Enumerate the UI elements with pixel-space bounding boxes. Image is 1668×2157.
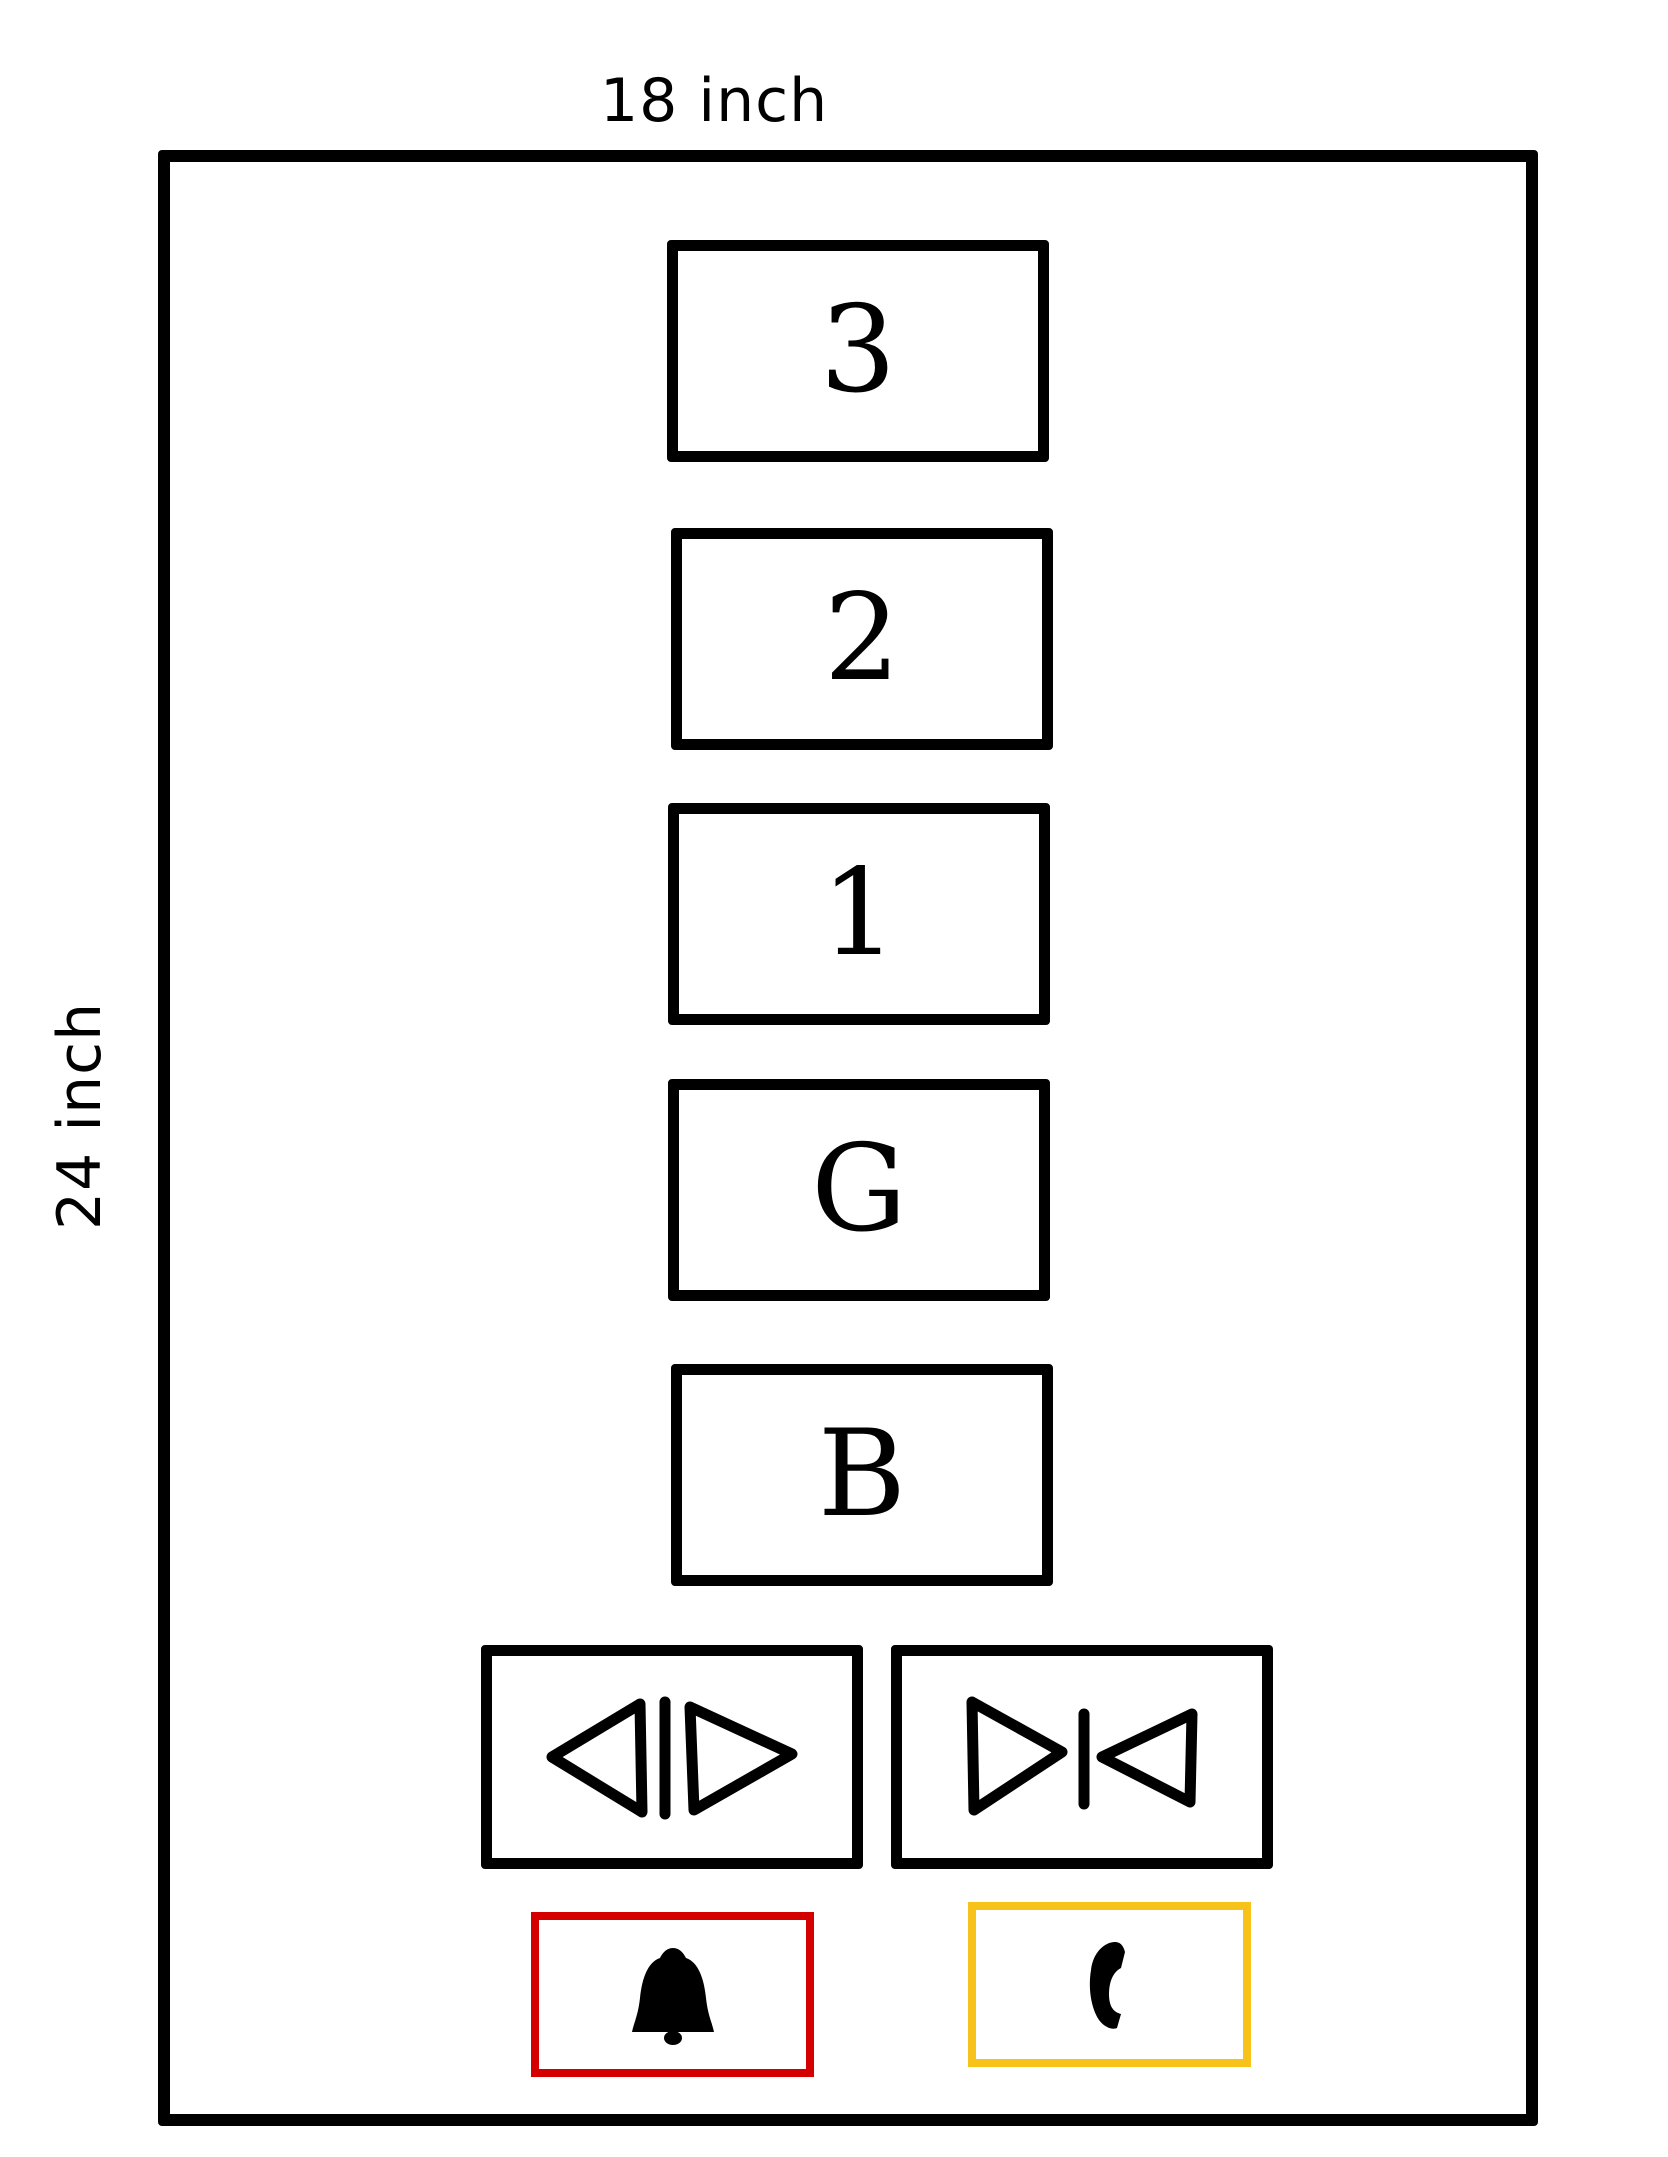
floor-button-label: B <box>817 1405 907 1544</box>
door-close-icon <box>966 1696 1198 1816</box>
floor-button-g[interactable]: G <box>668 1079 1050 1301</box>
alarm-button[interactable] <box>531 1912 814 2077</box>
floor-button-label: 1 <box>820 844 898 983</box>
floor-button-b[interactable]: B <box>671 1364 1053 1586</box>
door-close-button[interactable] <box>891 1645 1273 1869</box>
door-open-button[interactable] <box>481 1645 863 1869</box>
floor-button-label: 3 <box>819 281 897 420</box>
phone-button[interactable] <box>968 1902 1251 2067</box>
floor-button-label: G <box>811 1120 907 1259</box>
phone-icon <box>1089 1941 1125 2029</box>
height-dimension-label: 24 inch <box>45 1001 115 1230</box>
alarm-bell-icon <box>631 1947 714 2045</box>
floor-button-label: 2 <box>823 569 901 708</box>
floor-button-2[interactable]: 2 <box>671 528 1053 750</box>
floor-button-3[interactable]: 3 <box>667 240 1049 462</box>
door-open-icon <box>546 1696 798 1820</box>
floor-button-1[interactable]: 1 <box>668 803 1050 1025</box>
width-dimension-label: 18 inch <box>600 66 829 136</box>
elevator-panel <box>158 150 1538 2126</box>
